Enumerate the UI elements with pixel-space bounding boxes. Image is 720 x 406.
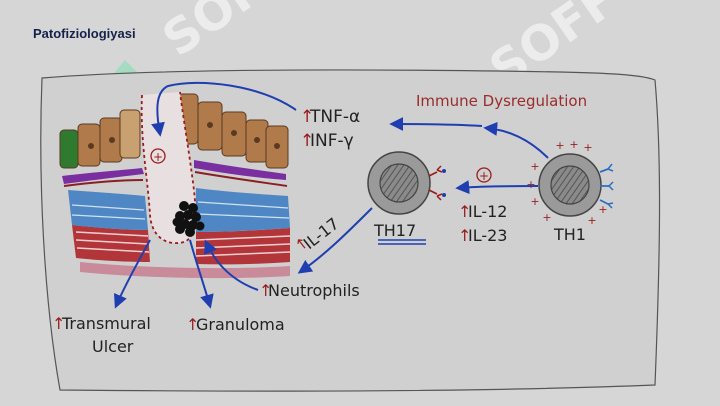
label-granuloma: Granuloma — [196, 315, 285, 334]
up-arrow-tnf: ↑ — [300, 107, 314, 127]
svg-text:+: + — [555, 139, 564, 152]
svg-text:+: + — [530, 195, 539, 208]
arrows — [113, 81, 549, 309]
granuloma-cluster — [172, 201, 205, 237]
svg-text:+: + — [569, 138, 578, 151]
up-arrow-il23: ↑ — [458, 226, 471, 245]
label-immune-dysregulation: Immune Dysregulation — [416, 92, 587, 110]
th17-cell — [367, 151, 446, 215]
label-il12: IL-12 — [468, 202, 507, 221]
up-arrow-il12: ↑ — [458, 202, 471, 221]
svg-text:+: + — [153, 150, 163, 164]
svg-text:+: + — [598, 203, 607, 216]
label-ulcer: Ulcer — [92, 337, 134, 356]
arrow-tnf-to-ulcer — [151, 81, 297, 137]
up-arrow-inf: ↑ — [300, 131, 314, 151]
label-th17: TH17 — [373, 221, 416, 240]
arrow-dysregulation-to-tnf — [389, 117, 483, 132]
slide-title: Patofiziologiyasi — [33, 26, 136, 41]
watermark-text: SOFF — [153, 0, 301, 68]
epithelium — [59, 93, 289, 169]
labels: Immune Dysregulation ↑ TNF-α ↑ INF-γ IL-… — [52, 92, 587, 356]
svg-text:+: + — [526, 178, 535, 191]
label-transmural: Transmural — [61, 314, 151, 333]
svg-text:+: + — [542, 211, 551, 224]
intestinal-wall — [62, 160, 291, 279]
arrow-neutrophils-to-wall — [204, 239, 259, 291]
svg-text:+: + — [479, 169, 489, 183]
up-arrow-granuloma: ↑ — [186, 315, 199, 334]
up-arrow-transmural: ↑ — [52, 314, 65, 333]
up-arrow-neutrophils: ↑ — [259, 281, 272, 300]
arrow-th1-to-th17 — [455, 180, 539, 195]
arrow-th17-to-neutrophils — [297, 207, 373, 274]
svg-text:+: + — [583, 141, 592, 154]
svg-text:+: + — [530, 160, 539, 173]
label-neutrophils: Neutrophils — [268, 281, 360, 300]
svg-text:+: + — [587, 214, 596, 227]
label-th1: TH1 — [553, 225, 586, 244]
plus-stimulus-channel: + — [150, 148, 166, 164]
th1-cell — [538, 153, 614, 217]
label-il23: IL-23 — [468, 226, 507, 245]
th1-plus-signs: + + + + + + + + + — [526, 138, 607, 227]
label-inf: INF-γ — [310, 131, 354, 151]
plus-stimulus-cells: + — [476, 167, 492, 183]
label-tnf: TNF-α — [309, 107, 360, 127]
arrow-th1-to-dysregulation — [483, 121, 549, 159]
arrow-to-transmural — [113, 239, 151, 309]
arrow-to-granuloma — [189, 239, 214, 309]
